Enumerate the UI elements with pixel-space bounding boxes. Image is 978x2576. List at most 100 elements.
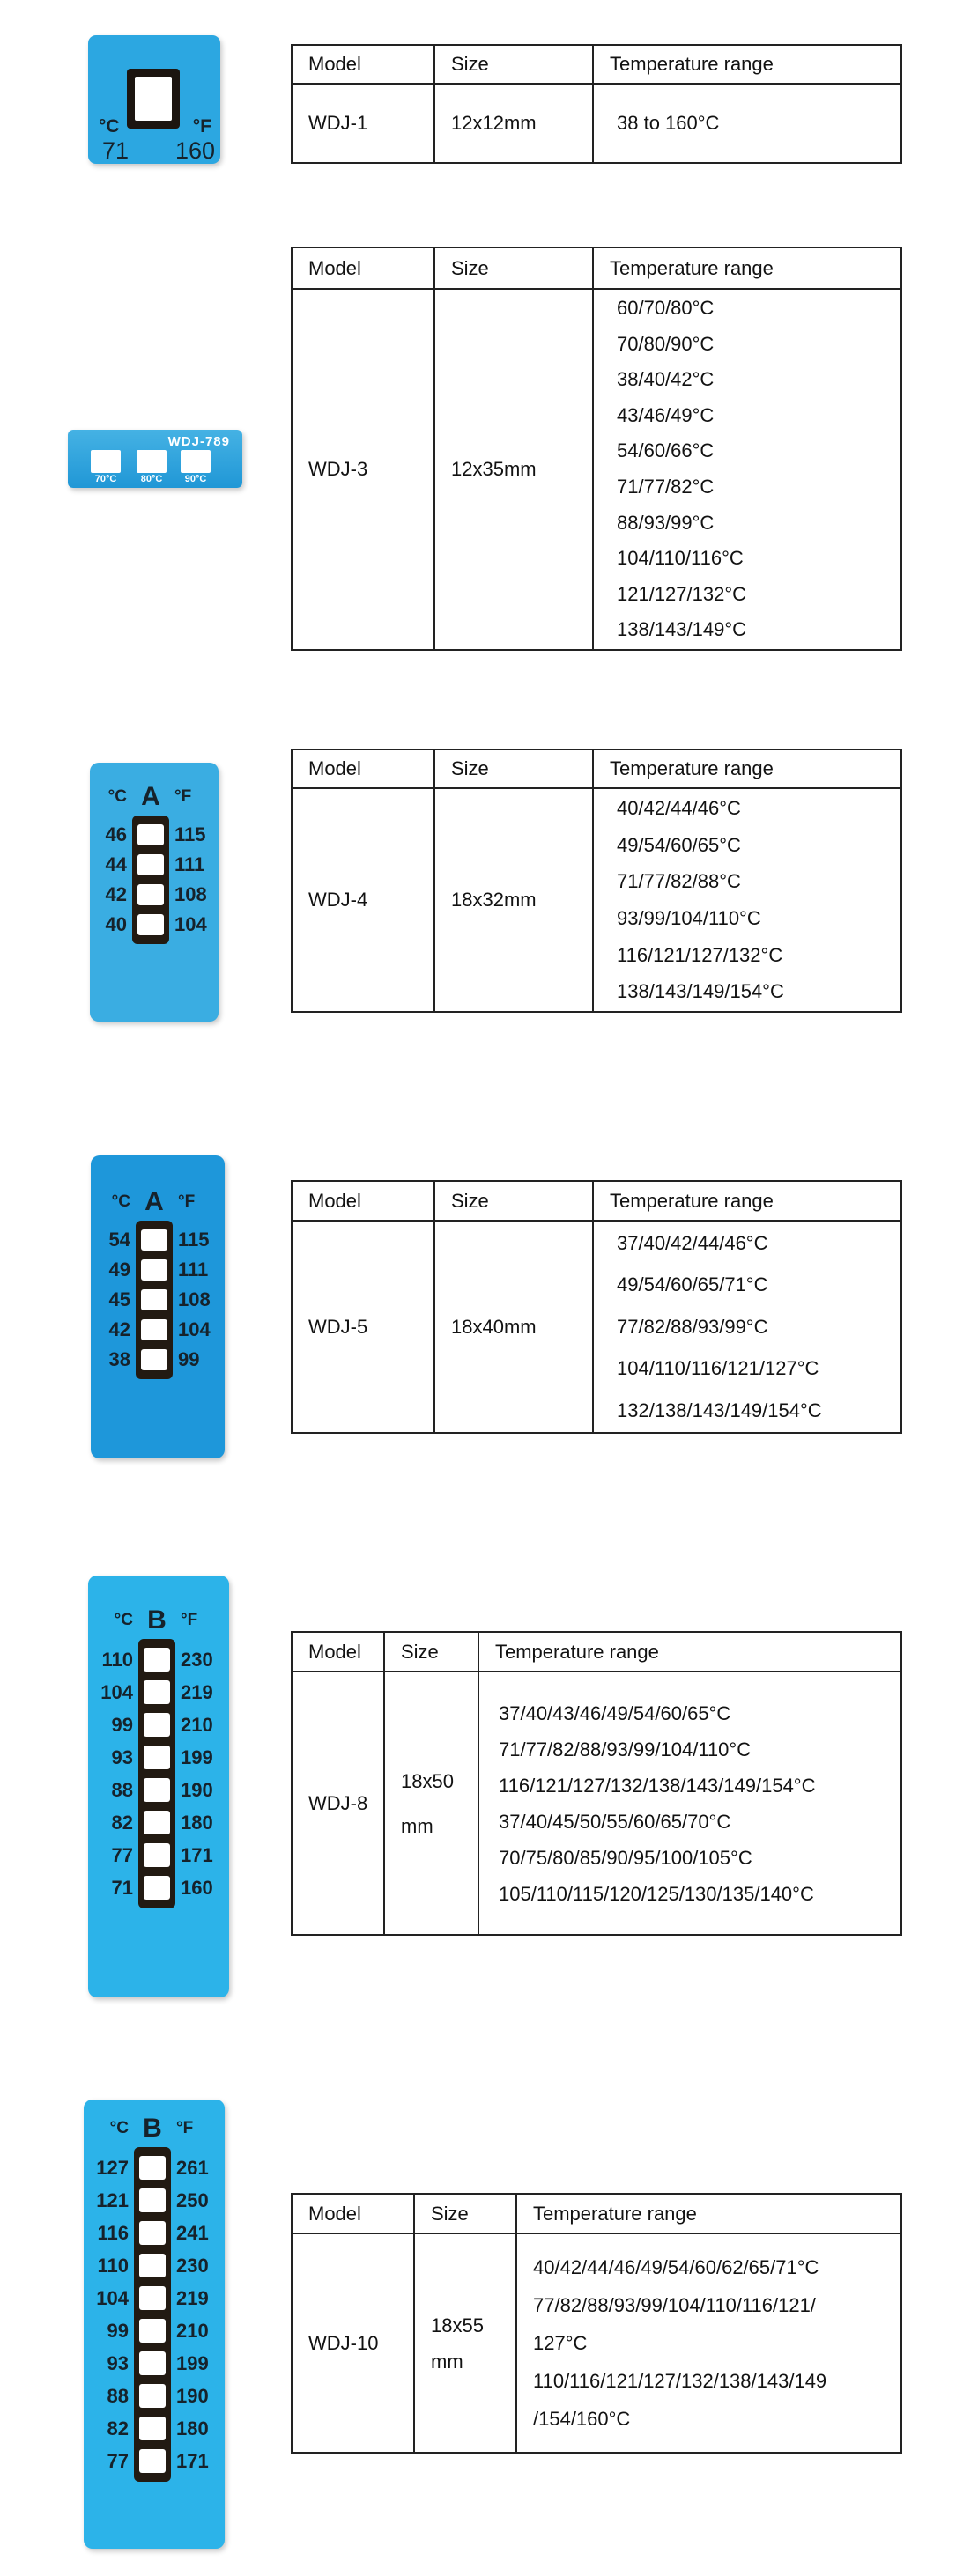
celsius-value: 88 xyxy=(107,2385,129,2407)
temperature-range-line: 71/77/82/88°C xyxy=(617,870,741,893)
celsius-value: 44 xyxy=(105,853,127,875)
ranges-cell: 37/40/43/46/49/54/60/65°C 71/77/82/88/93… xyxy=(478,1671,902,1936)
temperature-range-line: 37/40/42/44/46°C xyxy=(617,1232,768,1254)
column-header-model: Model xyxy=(291,2193,415,2234)
column-header-range: Temperature range xyxy=(592,749,902,789)
model-cell: WDJ-5 xyxy=(291,1219,435,1435)
fahrenheit-value: 219 xyxy=(181,1681,213,1703)
temperature-range-line: 54/60/66°C xyxy=(617,439,715,462)
temperature-range-line: 116/121/127/132/138/143/149/154°C xyxy=(499,1774,816,1797)
indicator-window xyxy=(137,854,164,875)
size-value: mm xyxy=(401,1814,433,1837)
celsius-unit: °C xyxy=(109,2119,129,2137)
celsius-value: 54 xyxy=(108,1229,130,1251)
indicator-window xyxy=(135,77,172,121)
indicator-window xyxy=(144,1876,170,1900)
window-caption: 70°C xyxy=(94,474,117,484)
indicator-window xyxy=(144,1680,170,1704)
indicator-window xyxy=(139,2417,166,2440)
indicator-window xyxy=(141,1319,167,1340)
fahrenheit-value: 250 xyxy=(176,2189,209,2211)
fahrenheit-unit: °F xyxy=(178,1192,196,1211)
temperature-range-line: 38/40/42°C xyxy=(617,368,715,391)
indicator-window xyxy=(139,2188,166,2212)
temperature-range-line: 49/54/60/65/71°C xyxy=(617,1273,768,1296)
fahrenheit-value: 115 xyxy=(178,1229,210,1251)
indicator-window xyxy=(144,1746,170,1769)
celsius-value: 88 xyxy=(111,1779,133,1801)
size-cell: 18x55 mm xyxy=(413,2233,517,2454)
indicator-window xyxy=(137,824,164,845)
temperature-range-line: 43/46/49°C xyxy=(617,403,715,426)
column-header-range: Temperature range xyxy=(592,247,902,290)
temperature-range-line: 88/93/99°C xyxy=(617,511,715,534)
indicator-window xyxy=(137,884,164,905)
fahrenheit-value: 210 xyxy=(181,1714,213,1736)
column-header-size: Size xyxy=(433,44,594,85)
fahrenheit-value: 99 xyxy=(178,1348,200,1370)
fahrenheit-value: 180 xyxy=(181,1812,213,1834)
column-header-size: Size xyxy=(433,749,594,789)
celsius-value: 46 xyxy=(105,823,127,845)
indicator-window xyxy=(139,2449,166,2473)
temperature-range-line: 40/42/44/46°C xyxy=(617,797,741,820)
fahrenheit-value: 219 xyxy=(176,2287,209,2309)
size-value: mm xyxy=(431,2350,463,2373)
celsius-value: 49 xyxy=(108,1258,130,1281)
indicator-window-frame xyxy=(127,69,180,129)
celsius-value: 121 xyxy=(96,2189,129,2211)
temperature-range-line: 127°C xyxy=(533,2332,588,2354)
indicator-window xyxy=(144,1843,170,1867)
indicator-window xyxy=(139,2351,166,2375)
column-header-model: Model xyxy=(291,749,435,789)
celsius-value: 99 xyxy=(111,1714,133,1736)
celsius-value: 71 xyxy=(111,1877,133,1899)
window-caption: 80°C xyxy=(140,474,163,484)
indicator-window xyxy=(144,1713,170,1737)
fahrenheit-value: 190 xyxy=(176,2385,209,2407)
temperature-range-line: 40/42/44/46/49/54/60/62/65/71°C xyxy=(533,2256,819,2278)
column-header-range: Temperature range xyxy=(592,44,902,85)
fahrenheit-unit: °F xyxy=(181,1611,198,1629)
wdj10-label-sticker: °C B °F 127 121 116 110 104 99 93 88 82 … xyxy=(84,2100,225,2549)
celsius-value: 110 xyxy=(97,2255,130,2277)
temperature-range-line: 77/82/88/93/99°C xyxy=(617,1315,768,1338)
fahrenheit-value: 199 xyxy=(176,2352,209,2374)
fahrenheit-value: 108 xyxy=(178,1288,211,1310)
fahrenheit-value: 160 xyxy=(174,137,215,164)
grade-letter: A xyxy=(144,1187,164,1216)
indicator-window xyxy=(139,2286,166,2310)
temperature-range-line: 71/77/82/88/93/99/104/110°C xyxy=(499,1738,752,1760)
celsius-value: 127 xyxy=(96,2157,129,2179)
indicator-window xyxy=(141,1259,167,1281)
size-value: 12x35mm xyxy=(451,458,537,480)
fahrenheit-value: 115 xyxy=(174,823,206,845)
fahrenheit-value: 230 xyxy=(181,1649,213,1671)
grade-letter: A xyxy=(141,782,160,811)
celsius-value: 93 xyxy=(107,2352,129,2374)
fahrenheit-value: 108 xyxy=(174,883,207,905)
size-value: 12x12mm xyxy=(451,112,537,134)
fahrenheit-value: 190 xyxy=(181,1779,213,1801)
celsius-value: 104 xyxy=(96,2287,129,2309)
celsius-value: 42 xyxy=(108,1318,130,1340)
indicator-window xyxy=(137,914,164,935)
celsius-value: 38 xyxy=(108,1348,130,1370)
celsius-value: 77 xyxy=(107,2450,129,2472)
temperature-range-line: 138/143/149/154°C xyxy=(617,980,784,1003)
indicator-window xyxy=(139,2221,166,2245)
ranges-cell: 40/42/44/46/49/54/60/62/65/71°C 77/82/88… xyxy=(515,2233,902,2454)
temperature-range-line: 38 to 160°C xyxy=(617,112,720,134)
indicator-window xyxy=(144,1811,170,1834)
indicator-window xyxy=(141,1349,167,1370)
temperature-range-line: 104/110/116/121/127°C xyxy=(617,1357,819,1380)
column-header-range: Temperature range xyxy=(592,1180,902,1222)
celsius-unit: °C xyxy=(107,787,127,806)
temperature-range-line: /154/160°C xyxy=(533,2408,631,2430)
fahrenheit-value: 104 xyxy=(174,913,207,935)
size-cell: 12x35mm xyxy=(433,288,594,651)
indicator-window xyxy=(141,1229,167,1251)
column-header-model: Model xyxy=(291,1180,435,1222)
model-cell: WDJ-1 xyxy=(291,83,435,164)
